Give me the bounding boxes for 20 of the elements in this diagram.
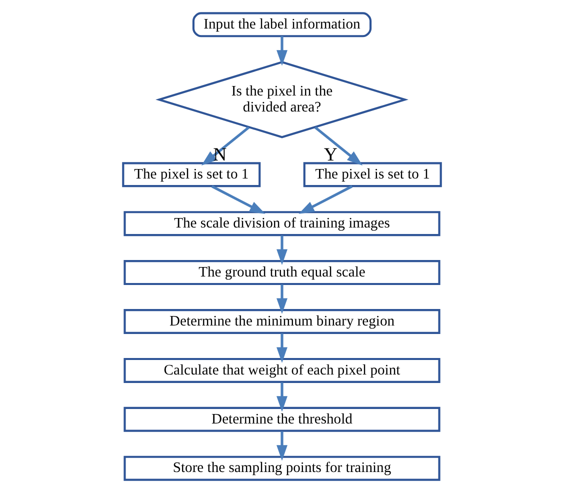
node-box: The pixel is set to 1: [302, 162, 442, 187]
arrow: [276, 284, 287, 314]
node-diamond: Is the pixel in the divided area?: [155, 60, 408, 138]
arrow: [314, 126, 362, 165]
arrow: [200, 126, 250, 165]
node-box: The scale division of training images: [123, 210, 440, 236]
arrow: [276, 235, 287, 264]
node-box: Input the label information: [192, 12, 372, 37]
arrow: [276, 332, 287, 362]
arrow: [210, 184, 265, 214]
node-box: The ground truth equal scale: [123, 260, 440, 285]
arrow: [276, 430, 287, 460]
node-box: Determine the threshold: [123, 406, 440, 432]
node-box: Calculate that weight of each pixel point: [123, 357, 440, 382]
arrow: [276, 36, 287, 66]
node-box: Store the sampling points for training: [123, 455, 440, 480]
node-box: Determine the minimum binary region: [123, 308, 440, 334]
node-box: The pixel is set to 1: [122, 162, 260, 187]
arrow: [298, 184, 352, 214]
arrow: [276, 382, 287, 412]
